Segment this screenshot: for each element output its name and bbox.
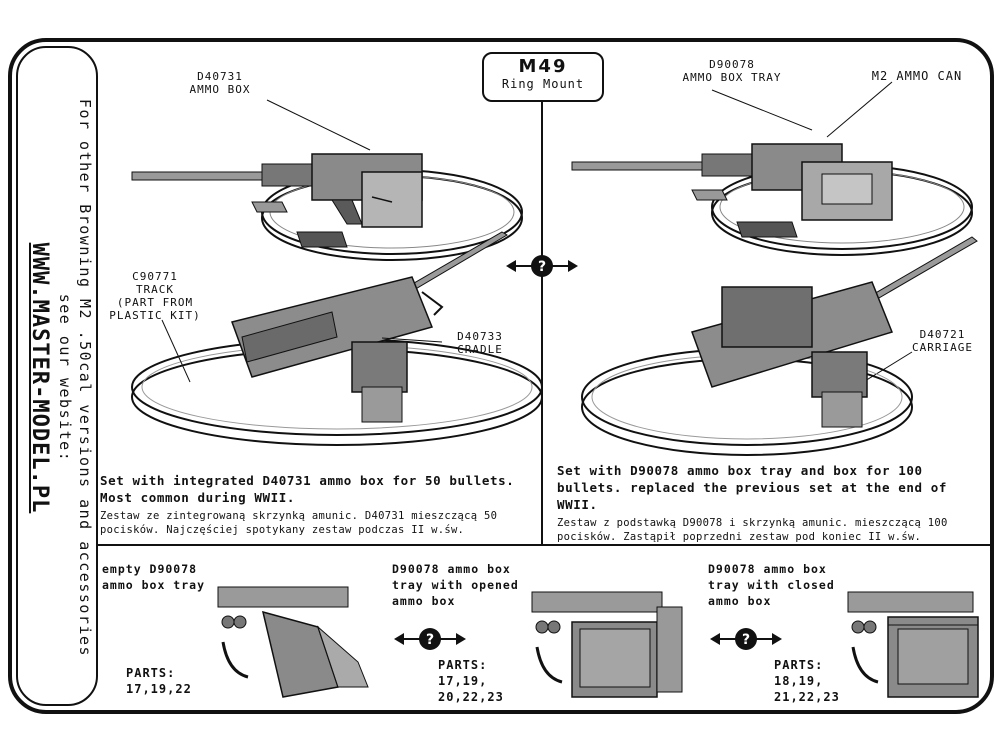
bottom-panel-3-title-l3: ammo box [708,594,772,608]
page-subtitle: Ring Mount [501,77,585,91]
bottom-panel-1-parts-label: PARTS: [126,666,176,680]
bottom-panel-1-title-l2: ammo box tray [102,578,206,592]
left-description-en: Set with integrated D40731 ammo box for … [100,473,515,505]
label-d90078: D90078 AMMO BOX TRAY [667,58,797,84]
label-d40731-code: D40731 [197,70,243,83]
ammo-box-closed-illustration [847,591,979,698]
ammo-box-opened-illustration [531,591,683,698]
bottom-panel-2-parts-l2: 20,22,23 [438,690,504,704]
bottom-panel-1-parts: PARTS: 17,19,22 [126,665,192,697]
left-description-pl: Zestaw ze zintegrowaną skrzynką amunic. … [100,510,498,536]
label-d40731-name: AMMO BOX [189,83,251,96]
bottom-panel-2-title: D90078 ammo box tray with opened ammo bo… [392,561,519,609]
question-arrow-icon: ? [394,628,466,650]
bottom-panel-2-title-l2: tray with opened [392,578,519,592]
left-description: Set with integrated D40731 ammo box for … [100,472,520,537]
bottom-panel-2-title-l3: ammo box [392,594,456,608]
question-arrow-icon: ? [710,628,782,650]
label-d40731: D40731 AMMO BOX [170,70,270,96]
label-d40733-name: CRADLE [457,343,503,356]
question-arrow-icon: ? [506,255,578,277]
right-description-en: Set with D90078 ammo box tray and box fo… [557,463,948,512]
label-m2-ammo-can-name: M2 AMMO CAN [871,69,963,83]
ammo-tray-empty-illustration [217,586,369,698]
label-c90771-line4: PLASTIC KIT) [109,309,201,322]
bottom-panel-3-parts-l2: 21,22,23 [774,690,840,704]
label-d90078-name: AMMO BOX TRAY [682,71,782,84]
right-bottom-gun-illustration [581,236,978,456]
bottom-panel-3-parts-label: PARTS: [774,658,824,672]
title-box: M49 Ring Mount [482,52,604,102]
label-d40733-code: D40733 [457,330,503,343]
svg-text:?: ? [426,632,434,648]
label-m2-ammo-can: M2 AMMO CAN [852,70,982,83]
label-d40733: D40733 CRADLE [440,330,520,356]
label-c90771-code: C90771 [132,270,178,283]
bottom-panel-1-title-l1: empty D90078 [102,562,198,576]
bottom-panel-1-parts-l1: 17,19,22 [126,682,192,696]
side-panel: For other Browning M2 .50cal versions an… [16,46,98,706]
bottom-panel-3-title: D90078 ammo box tray with closed ammo bo… [708,561,835,609]
bottom-panel-1: empty D90078 ammo box tray PARTS: 17,19,… [98,547,388,710]
label-d40721: D40721 CARRIAGE [900,328,985,354]
bottom-panel-2-parts-l1: 17,19, [438,674,488,688]
page-title: M49 [518,56,568,77]
left-bottom-gun-illustration [131,231,543,446]
right-description: Set with D90078 ammo box tray and box fo… [557,462,987,544]
bottom-panel-2-title-l1: D90078 ammo box [392,562,511,576]
bottom-panel-2-parts-label: PARTS: [438,658,488,672]
label-d40721-name: CARRIAGE [912,341,973,354]
bottom-panel-3: D90078 ammo box tray with closed ammo bo… [708,547,990,710]
label-c90771-line2: TRACK [135,283,175,296]
bottom-panel-2-parts: PARTS: 17,19, 20,22,23 [438,657,504,705]
outer-frame: For other Browning M2 .50cal versions an… [8,38,994,714]
svg-text:?: ? [742,632,750,648]
vertical-divider [541,100,543,546]
horizontal-divider [96,544,990,546]
right-top-gun-illustration [571,143,973,256]
bottom-panel-2: D90078 ammo box tray with opened ammo bo… [392,547,702,710]
left-top-gun-illustration [131,153,523,261]
label-c90771: C90771 TRACK (PART FROM PLASTIC KIT) [100,270,210,322]
bottom-panel-3-parts-l1: 18,19, [774,674,824,688]
bottom-panel-1-title: empty D90078 ammo box tray [102,561,205,593]
question-mark: ? [538,259,546,275]
bottom-panel-3-title-l1: D90078 ammo box [708,562,827,576]
leader-line-ammo-box [161,81,913,393]
label-c90771-line3: (PART FROM [116,296,194,309]
bottom-panel-3-title-l2: tray with closed [708,578,835,592]
bottom-panel-3-parts: PARTS: 18,19, 21,22,23 [774,657,840,705]
label-d40721-code: D40721 [919,328,966,341]
label-d90078-code: D90078 [709,58,755,71]
right-description-pl: Zestaw z podstawką D90078 i skrzynką amu… [557,517,948,543]
